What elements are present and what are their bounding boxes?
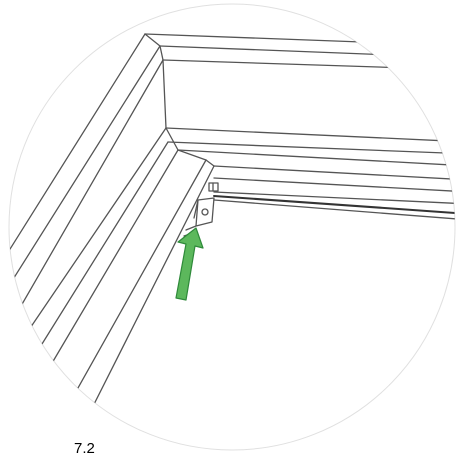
lower-horizontal-rail	[213, 165, 455, 221]
step-number-label: 7.2	[74, 440, 95, 457]
lower-right-edge	[389, 384, 399, 395]
left-frame-post	[9, 33, 215, 441]
detail-circle-border	[8, 3, 456, 451]
up-arrow-icon	[175, 227, 204, 301]
